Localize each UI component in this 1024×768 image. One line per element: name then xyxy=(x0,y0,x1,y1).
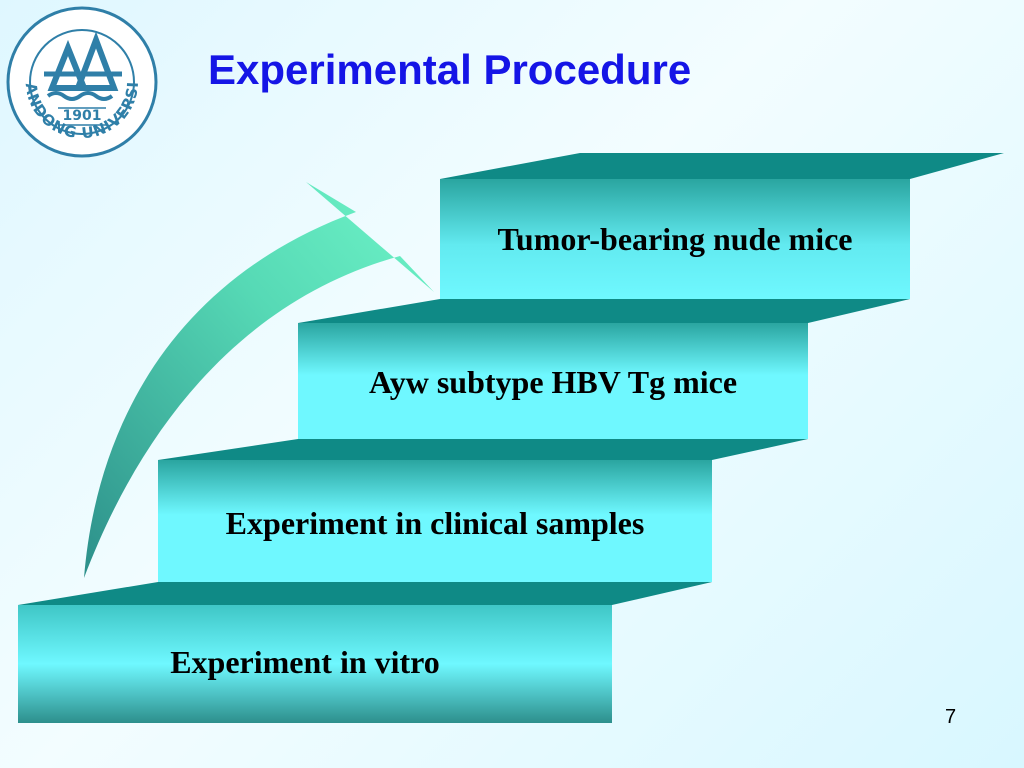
shandong-university-logo: SHANDONG UNIVERSITY 1901 xyxy=(4,4,158,158)
step-1-label: Experiment in vitro xyxy=(170,644,440,680)
step-2 xyxy=(158,439,808,582)
page-title: Experimental Procedure xyxy=(208,46,692,93)
step-4 xyxy=(440,153,1004,299)
step-3-label: Ayw subtype HBV Tg mice xyxy=(368,364,738,400)
step-2-label: Experiment in clinical samples xyxy=(225,505,645,541)
step-4-label: Tumor-bearing nude mice xyxy=(497,221,853,257)
step-1 xyxy=(18,582,712,723)
progress-arrow xyxy=(84,182,434,578)
step-3 xyxy=(298,299,910,439)
logo-year: 1901 xyxy=(63,108,102,124)
page-number: 7 xyxy=(945,706,957,728)
